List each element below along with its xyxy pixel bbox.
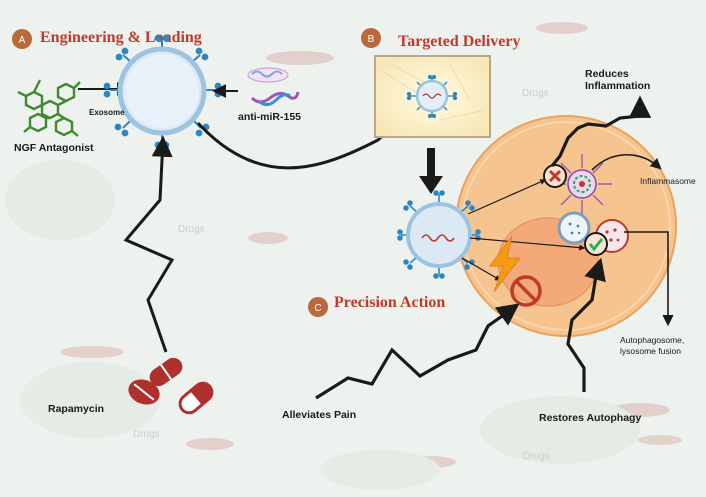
section-b-badge-letter: B: [368, 34, 375, 45]
arrow-rapamycin-to-exosome: [123, 135, 175, 353]
inhibit-x-icon: [543, 164, 567, 188]
reduces-inflammation-label-line2: Inflammation: [585, 80, 650, 92]
section-a-header: A Engineering & Loading: [12, 29, 202, 49]
inflammasome-complex-icon: [552, 154, 612, 214]
arrow-exosome-to-inflammasome: [467, 179, 547, 215]
section-b-title: Targeted Delivery: [398, 33, 520, 50]
autophagosome-label-line1: Autophagosome,: [620, 335, 684, 345]
rapamycin-capsules-icon: [128, 357, 214, 415]
section-c-badge: [308, 297, 328, 317]
arrow-delivery-to-cell: [419, 148, 443, 194]
arrow-restores-autophagy: [566, 257, 606, 392]
watermark-text: Drugs: [523, 451, 550, 462]
anti-mir-155-label: anti-miR-155: [238, 111, 301, 123]
arrow-alleviates-pain: [315, 303, 520, 400]
arrow-exosome-to-pain-block: [461, 257, 502, 281]
section-b-header: B Targeted Delivery: [361, 28, 520, 50]
anti-mir-155-icon: [247, 67, 300, 107]
section-a-badge: [12, 29, 32, 49]
section-c-title: Precision Action: [334, 294, 445, 311]
autophagosome-lysosome-icon: [557, 211, 629, 256]
restores-autophagy-label: Restores Autophagy: [539, 412, 641, 424]
arrow-to-autophagosome-label: [624, 231, 674, 327]
watermark-text: Drugs: [178, 224, 205, 235]
exosome-label: Exosome: [89, 108, 125, 117]
section-c-badge-letter: C: [314, 303, 321, 314]
delivered-exosome-icon: [406, 74, 458, 119]
alleviates-pain-label: Alleviates Pain: [282, 409, 356, 421]
arrow-to-inflammasome-label: [591, 153, 662, 171]
rapamycin-label: Rapamycin: [48, 403, 104, 415]
arrow-exosome-to-delivery: [196, 107, 414, 170]
block-icon: [510, 275, 542, 307]
reduces-inflammation-label-line1: Reduces: [585, 68, 629, 80]
internalized-exosome-icon: [397, 190, 481, 279]
main-exosome-icon: [103, 34, 222, 149]
arrow-reduces-inflammation: [550, 95, 652, 167]
ngf-antagonist-label: NGF Antagonist: [14, 142, 94, 154]
watermark-text: Drugs: [522, 88, 549, 99]
section-b-badge: [361, 28, 381, 48]
pain-lightning-icon: [489, 235, 522, 293]
watermark-text: Drugs: [133, 429, 160, 440]
section-a-badge-letter: A: [19, 35, 26, 46]
arrow-exosome-to-autophagosome: [469, 237, 586, 251]
targeted-delivery-box: [374, 55, 491, 138]
section-c-header: C Precision Action: [308, 294, 445, 317]
background-decoration: [5, 22, 682, 490]
inflammasome-label: Inflammasome: [640, 176, 696, 186]
section-a-title: Engineering & Loading: [40, 29, 202, 46]
ngf-antagonist-molecule-icon: [17, 79, 81, 137]
autophagosome-label-line2: lysosome fusion: [620, 346, 681, 356]
